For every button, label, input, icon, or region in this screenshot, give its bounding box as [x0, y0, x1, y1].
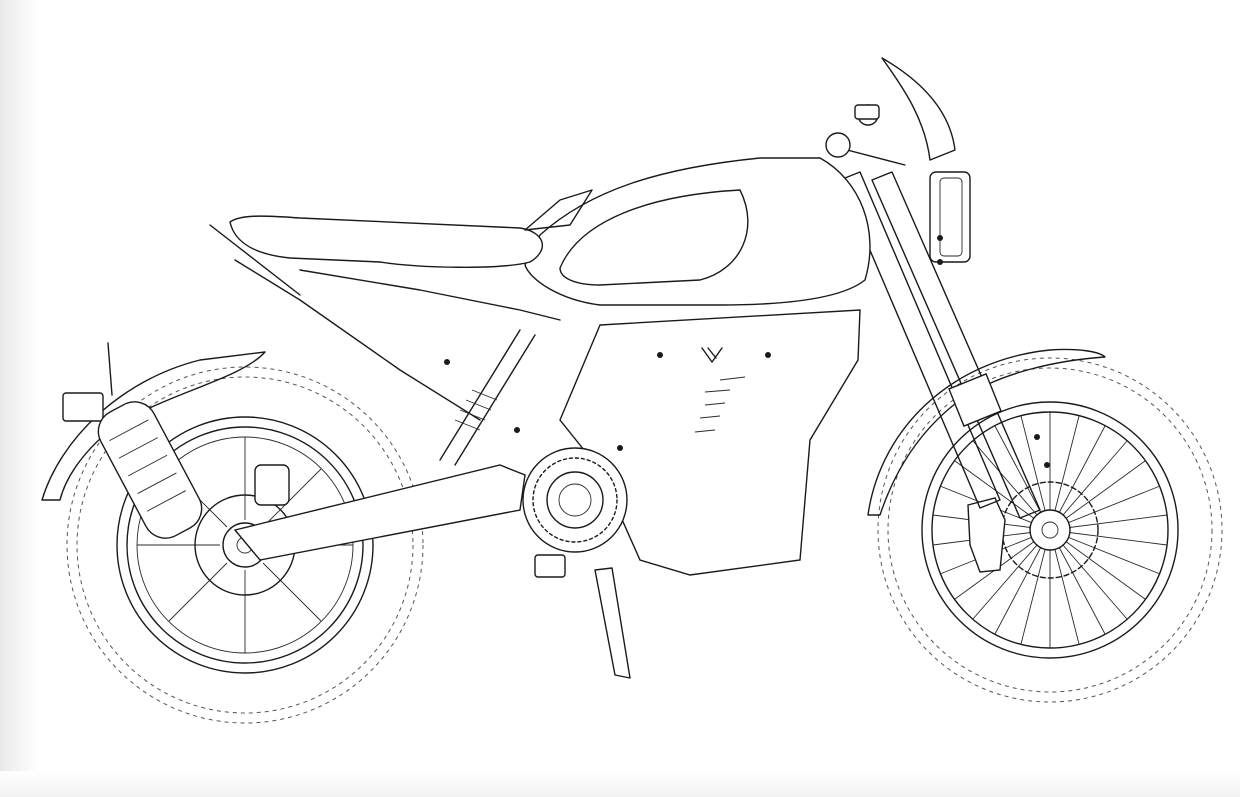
- handlebar: [825, 104, 906, 166]
- bottom-edge-shade: [0, 771, 1240, 797]
- front-brake-caliper: [967, 497, 1006, 573]
- front-wheel: [877, 357, 1223, 703]
- swingarm: [233, 464, 526, 561]
- front-fender: [867, 348, 1106, 516]
- seat: [229, 215, 543, 268]
- rear-brake-caliper: [254, 464, 290, 506]
- rear-shock: [439, 329, 536, 466]
- bolts: [444, 235, 1050, 468]
- hub-motor: [522, 447, 628, 553]
- rear-fender: [41, 342, 266, 501]
- kickstand: [594, 567, 631, 679]
- panel-markings: [694, 376, 746, 433]
- logo-mark: [701, 347, 723, 363]
- rear-subframe: [234, 259, 561, 421]
- front-fork: [839, 171, 1041, 519]
- fuel-tank: [524, 157, 871, 306]
- rear-hanger: [97, 401, 203, 539]
- footpeg: [534, 554, 566, 578]
- left-edge-shade: [0, 0, 38, 797]
- side-body-panel: [559, 309, 861, 576]
